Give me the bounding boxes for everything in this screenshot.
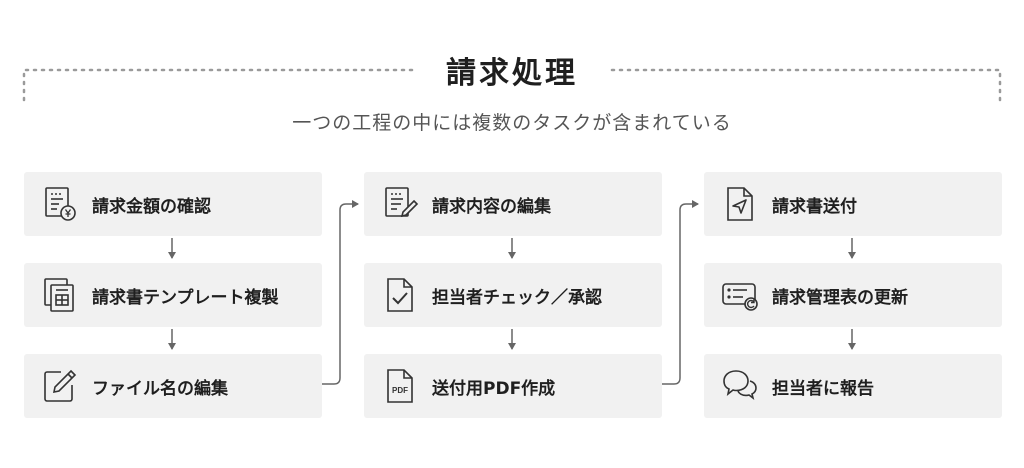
step-card-edit-content: 請求内容の編集 [364,172,662,236]
step-label: 担当者に報告 [772,378,874,399]
step-card-update-sheet: 請求管理表の更新 [704,263,1002,327]
document-check-icon [380,275,420,315]
step-label: ファイル名の編集 [92,378,228,399]
list-refresh-icon [720,275,760,315]
copy-document-icon [40,275,80,315]
connector-c1-c2 [322,200,359,385]
pdf-document-icon: PDF [380,366,420,406]
chat-bubbles-icon [720,366,760,406]
pdf-icon-text: PDF [392,386,408,395]
step-card-report: 担当者に報告 [704,354,1002,418]
step-card-create-pdf: PDF 送付用PDF作成 [364,354,662,418]
connector-c2-c3 [662,200,699,385]
invoice-yen-icon [40,184,80,224]
step-label: 請求書テンプレート複製 [92,287,279,308]
step-label: 請求内容の編集 [432,196,551,217]
dotted-bracket-left [22,68,414,102]
step-card-edit-filename: ファイル名の編集 [24,354,322,418]
step-card-confirm-amount: 請求金額の確認 [24,172,322,236]
step-card-approval: 担当者チェック／承認 [364,263,662,327]
send-document-icon [720,184,760,224]
step-label: 請求金額の確認 [92,196,211,217]
step-label: 請求書送付 [772,196,857,217]
document-edit-icon [380,184,420,224]
step-label: 担当者チェック／承認 [432,287,602,308]
dotted-bracket-right [610,68,1002,102]
step-label: 送付用PDF作成 [432,378,556,399]
page-title: 請求処理 [446,56,578,91]
step-card-send-invoice: 請求書送付 [704,172,1002,236]
page-subtitle: 一つの工程の中には複数のタスクが含まれている [292,112,732,134]
step-label: 請求管理表の更新 [772,287,908,308]
step-card-duplicate-template: 請求書テンプレート複製 [24,263,322,327]
edit-pencil-icon [40,366,80,406]
